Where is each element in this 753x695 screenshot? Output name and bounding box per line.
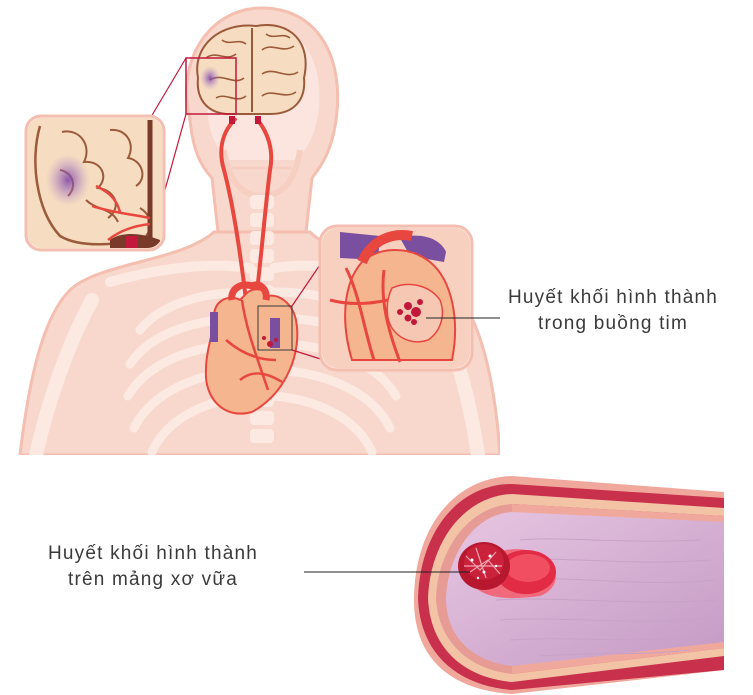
heart-thrombus-label-line2: trong buồng tim xyxy=(482,311,744,337)
plaque-thrombus-label-line1: Huyết khối hình thành xyxy=(22,541,284,567)
brain-zoom-panel xyxy=(26,116,164,250)
heart-thrombus-label-line1: Huyết khối hình thành xyxy=(482,285,744,311)
brain-connector-top xyxy=(148,58,186,122)
plaque-thrombus-label: Huyết khối hình thành trên mảng xơ vữa xyxy=(22,541,284,593)
plaque-thrombus-label-line2: trên mảng xơ vữa xyxy=(22,567,284,593)
artery-section xyxy=(414,476,724,694)
heart-zoom-panel xyxy=(320,226,472,370)
heart-thrombus-label: Huyết khối hình thành trong buồng tim xyxy=(482,285,744,337)
fibrin-clot xyxy=(458,542,510,590)
brain xyxy=(197,25,305,114)
